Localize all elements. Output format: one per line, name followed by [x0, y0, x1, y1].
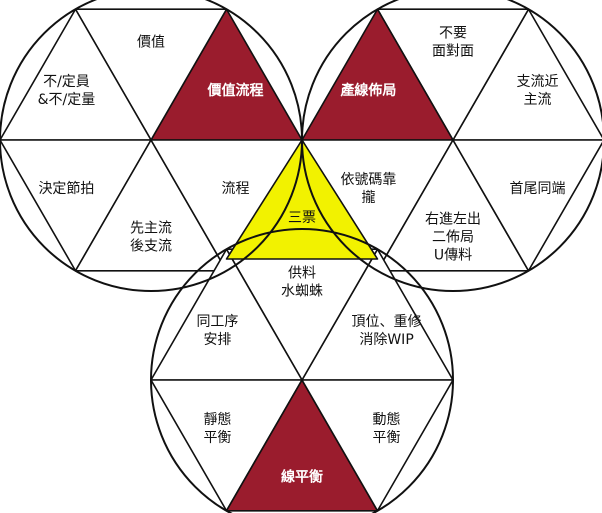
- value-stream-label-4: 不/定員&不/定量: [38, 74, 96, 108]
- value-stream-label-2: 先主流後支流: [130, 221, 172, 255]
- three-tickets-triangle: [225, 139, 379, 260]
- line-balance-label-0: 線平衡: [281, 469, 323, 486]
- value-stream-label-3: 決定節拍: [38, 180, 94, 197]
- line-layout-label-5: 依號碼靠攏: [340, 172, 396, 206]
- line-balance-wedge-5: [301, 379, 454, 512]
- line-balance-label-2: 同工序安排: [196, 314, 238, 348]
- line-balance-label-3: 供料水蜘蛛: [281, 265, 323, 299]
- value-stream-label-0: 價值流程: [207, 82, 264, 99]
- line-layout-label-2: 支流近主流: [517, 74, 559, 108]
- line-balance-label-5: 動態平衡: [373, 412, 401, 446]
- three-tickets-core: 三票: [225, 139, 379, 260]
- line-layout-label-1: 不要面對面: [432, 25, 474, 59]
- line-balance-label-1: 靜態平衡: [203, 412, 231, 446]
- line-balance-label-4: 頂位、重修消除WIP: [352, 314, 422, 348]
- line-layout-circle: [301, 0, 602, 292]
- line-layout-label-0: 產線佈局: [339, 82, 396, 99]
- line-balance-circle: [150, 228, 454, 513]
- line-layout-wedge-3: [452, 139, 602, 272]
- value-stream-label-1: 流程: [222, 181, 250, 197]
- hexagon-wedges: [0, 8, 602, 512]
- value-stream-label-5: 價值: [137, 33, 165, 50]
- line-layout-label-3: 首尾同端: [510, 181, 566, 197]
- three-tickets-label: 三票: [288, 210, 316, 226]
